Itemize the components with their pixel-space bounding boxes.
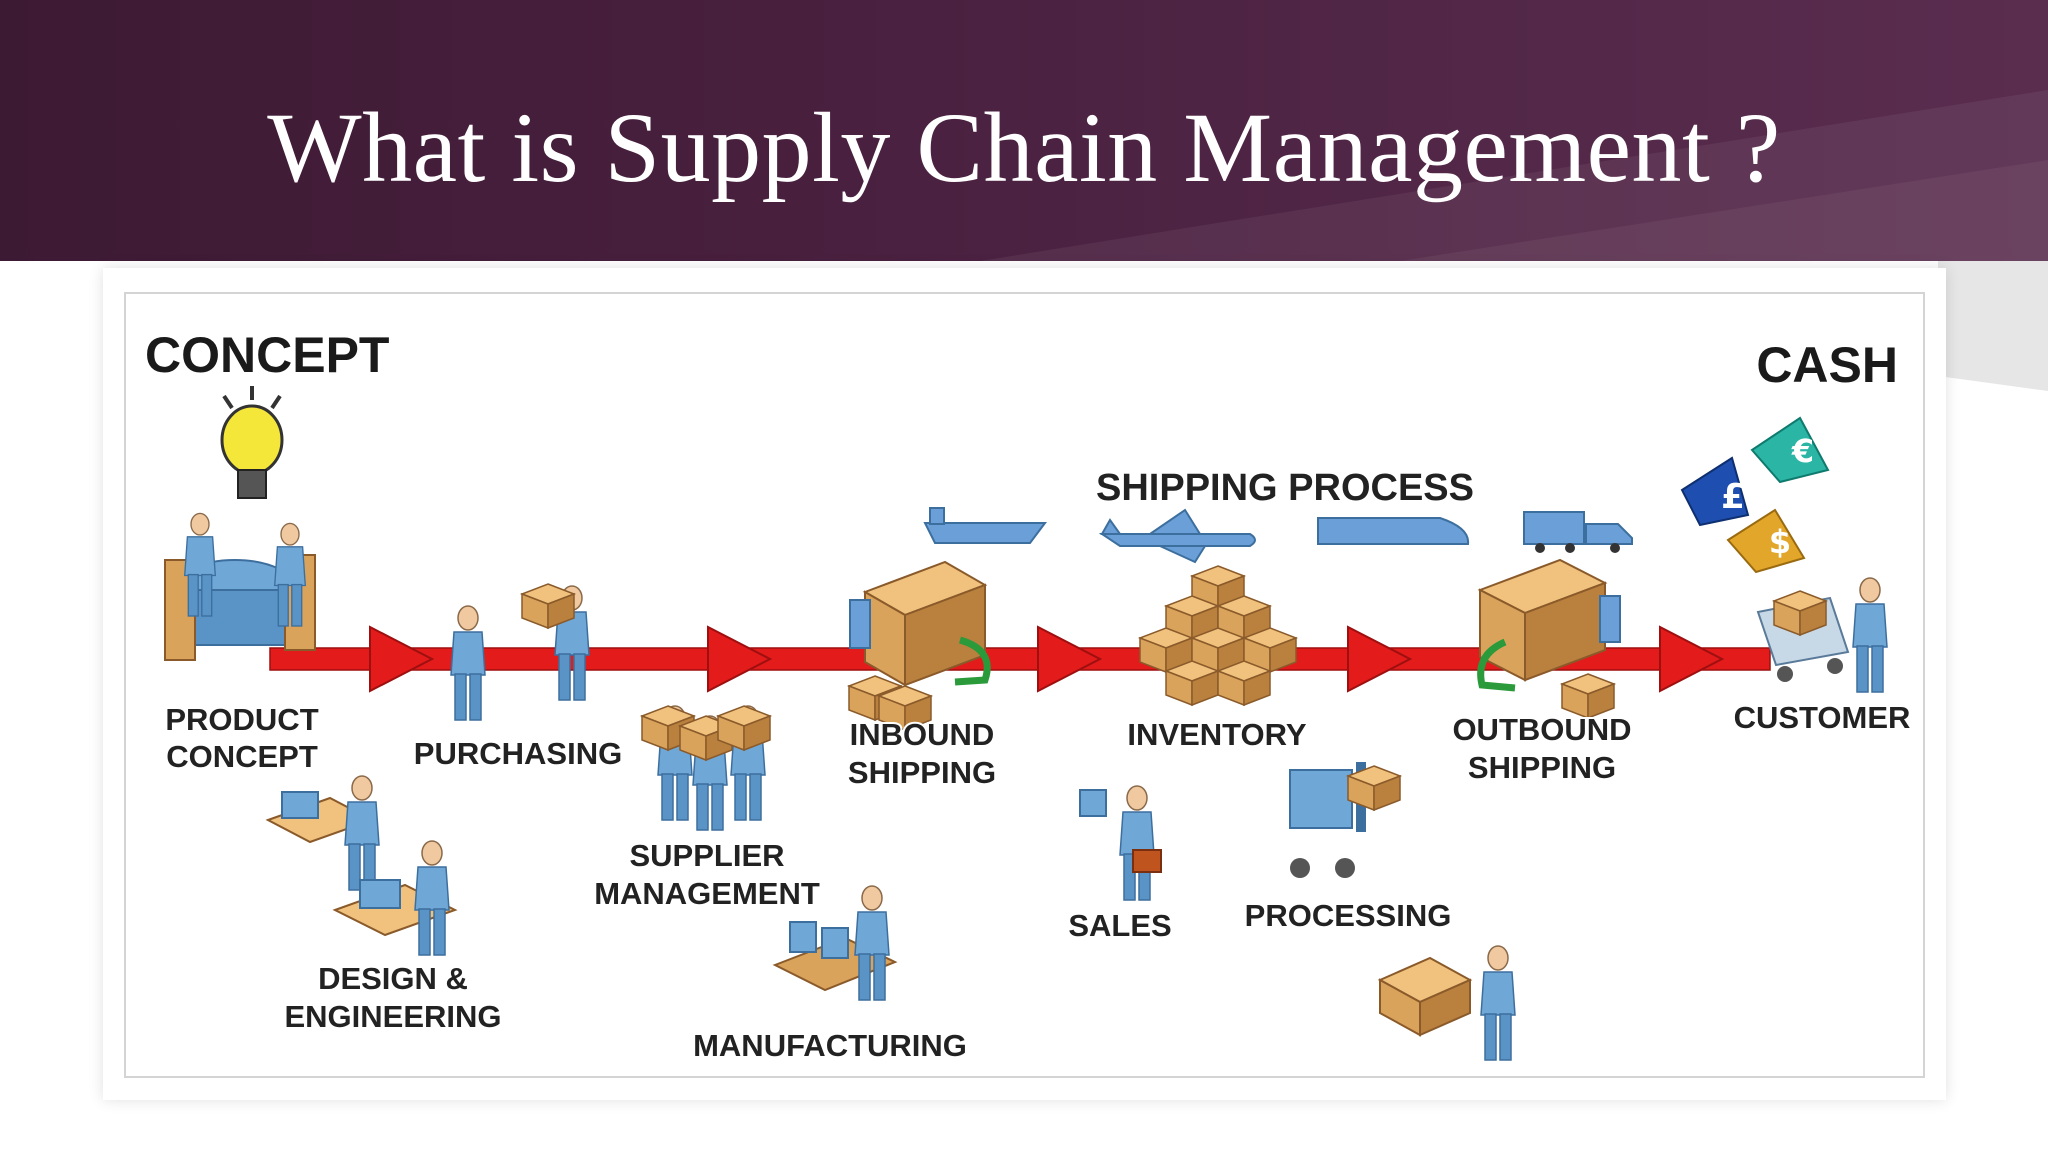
svg-text:CONCEPT: CONCEPT — [166, 739, 318, 774]
currency-dollar-icon: $ — [1726, 508, 1806, 574]
currency-euro-icon: € — [1750, 416, 1830, 484]
sales-icon — [1079, 785, 1162, 901]
stage-outbound-shipping: OUTBOUND SHIPPING — [1450, 710, 1633, 787]
customer-icon — [1756, 577, 1888, 693]
svg-text:€: € — [1791, 432, 1814, 470]
truck-icon — [1523, 511, 1633, 553]
slide-title: What is Supply Chain Management ? — [267, 92, 1781, 203]
svg-text:SALES: SALES — [1068, 908, 1171, 943]
outbound-shipping-icon — [1477, 558, 1621, 719]
stage-supplier-management: SUPPLIER MANAGEMENT — [592, 836, 822, 913]
svg-text:CUSTOMER: CUSTOMER — [1734, 700, 1911, 735]
svg-text:INBOUND: INBOUND — [850, 717, 995, 752]
svg-text:PURCHASING: PURCHASING — [414, 736, 622, 771]
svg-text:MANAGEMENT: MANAGEMENT — [594, 876, 820, 911]
svg-text:SUPPLIER: SUPPLIER — [629, 838, 784, 873]
processing-icon — [1289, 762, 1516, 1061]
stage-processing: PROCESSING — [1243, 896, 1454, 935]
stage-design-engineering: DESIGN & ENGINEERING — [282, 959, 503, 1036]
svg-text:SHIPPING: SHIPPING — [848, 755, 996, 790]
flow-arrow — [269, 626, 1771, 692]
stage-inbound-shipping: INBOUND SHIPPING — [846, 715, 998, 792]
inventory-icon — [1139, 565, 1297, 706]
svg-text:OUTBOUND: OUTBOUND — [1452, 712, 1631, 747]
stage-product-concept: PRODUCT CONCEPT — [163, 700, 320, 776]
stage-customer: CUSTOMER — [1732, 698, 1913, 737]
currency-pound-icon: £ — [1680, 456, 1750, 527]
svg-text:PROCESSING: PROCESSING — [1245, 898, 1452, 933]
svg-text:DESIGN &: DESIGN & — [318, 961, 468, 996]
design-engineering-icon — [265, 775, 458, 956]
stage-sales: SALES — [1066, 906, 1173, 945]
stage-purchasing: PURCHASING — [412, 734, 624, 773]
train-icon — [1317, 517, 1470, 545]
supplier-management-icon — [641, 705, 771, 831]
svg-text:ENGINEERING: ENGINEERING — [284, 999, 501, 1034]
product-concept-meeting-icon — [164, 512, 316, 661]
shipping-process-label: SHIPPING PROCESS — [1096, 467, 1474, 509]
airplane-icon — [1098, 508, 1256, 564]
slide-header: What is Supply Chain Management ? — [0, 0, 2048, 261]
manufacturing-icon — [772, 885, 898, 1001]
svg-text:£: £ — [1721, 477, 1745, 517]
svg-text:MANUFACTURING: MANUFACTURING — [693, 1028, 967, 1063]
cash-label: CASH — [1756, 337, 1898, 393]
ship-icon — [923, 507, 1047, 544]
stage-manufacturing: MANUFACTURING — [691, 1026, 969, 1065]
lightbulb-icon — [220, 386, 284, 499]
corner-decoration — [1938, 261, 2048, 391]
svg-text:PRODUCT: PRODUCT — [165, 702, 318, 737]
inbound-shipping-icon — [848, 560, 991, 731]
svg-text:INVENTORY: INVENTORY — [1127, 717, 1306, 752]
svg-text:$: $ — [1769, 523, 1791, 561]
svg-text:SHIPPING: SHIPPING — [1468, 750, 1616, 785]
concept-label: CONCEPT — [145, 327, 389, 383]
stage-inventory: INVENTORY — [1125, 715, 1308, 754]
header-decoration — [980, 90, 2048, 261]
